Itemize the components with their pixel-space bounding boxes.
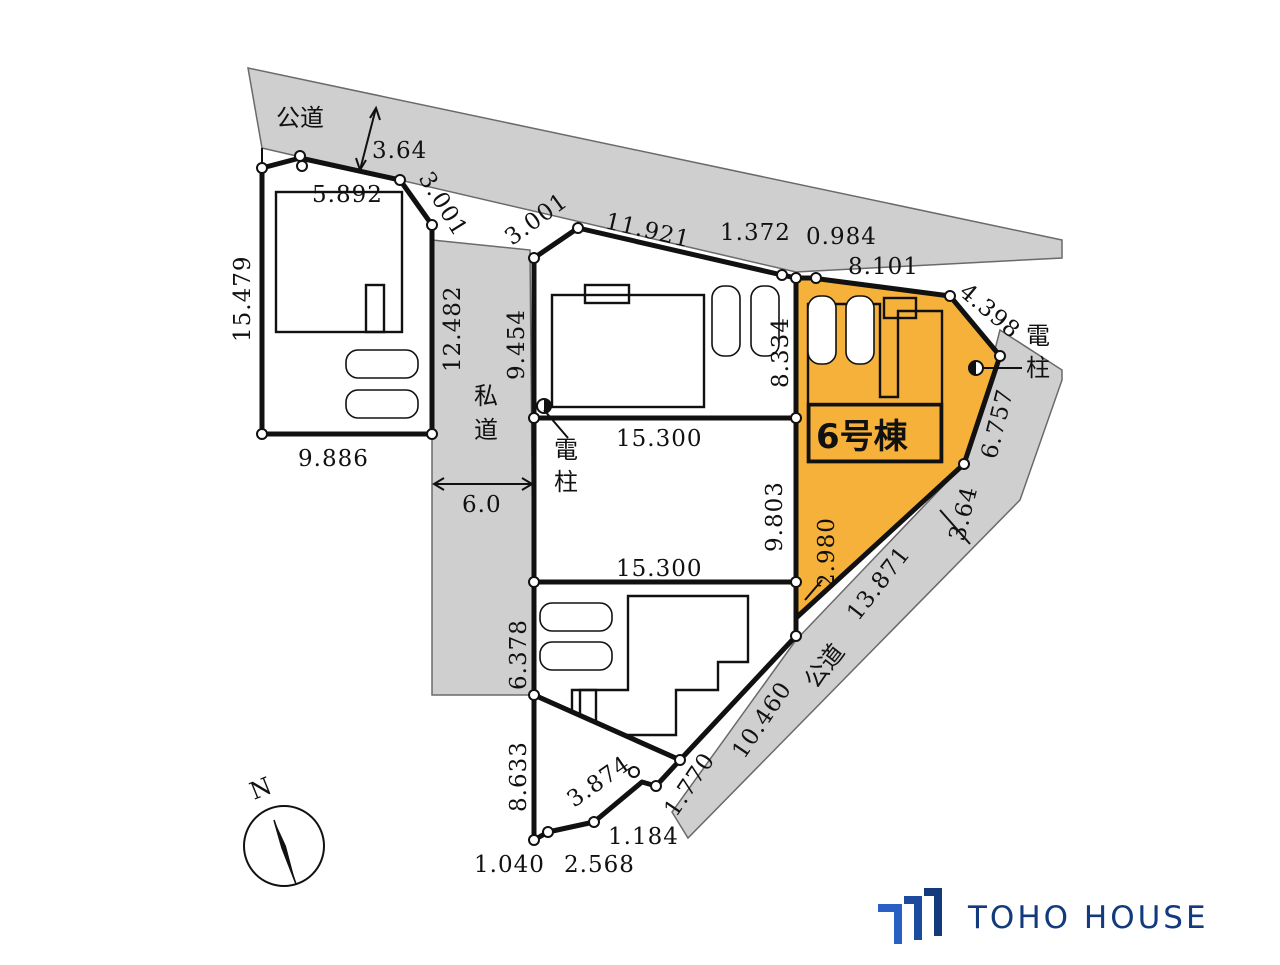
compass: N (243, 772, 325, 887)
dim-top-road-width: 3.64 (372, 138, 427, 164)
road-width-arrows (355, 105, 971, 601)
public-road-right (671, 328, 1063, 840)
parking-cars (345, 285, 875, 671)
dim-lot4-left: 6.378 (506, 619, 532, 690)
dim-lot5-bottom-c: 1.184 (608, 824, 679, 850)
dim-lot4-top: 15.300 (616, 556, 702, 582)
private-road-label-2: 道 (474, 416, 498, 444)
brand-logo: TOHO HOUSE (878, 888, 1209, 944)
dim-lot1-top: 5.892 (312, 182, 383, 208)
pole-right-label-2: 柱 (1026, 354, 1050, 382)
dim-lot5-left: 8.633 (506, 741, 532, 812)
dim-lot2-top-short: 1.372 (720, 220, 791, 246)
pole-left-label-2: 柱 (554, 468, 578, 496)
survey-points (256, 150, 1006, 846)
dim-lot6-bottom: 2.980 (814, 517, 840, 588)
dim-lot6-top: 8.101 (848, 254, 919, 280)
private-road-label-1: 私 (474, 382, 498, 410)
dim-lot2-right: 8.334 (768, 317, 794, 388)
dim-lot5-bottom-b: 2.568 (564, 852, 635, 878)
dim-lot3-right: 9.803 (762, 481, 788, 552)
brand-name: TOHO HOUSE (967, 900, 1209, 936)
utility-pole-left (536, 398, 569, 439)
dim-lot1-bottom: 9.886 (298, 446, 369, 472)
lot6-label: 6号棟 (816, 417, 909, 457)
dim-lot2-left: 9.454 (504, 309, 530, 380)
pole-left-label-1: 電 (554, 436, 578, 464)
dim-private-road-width: 6.0 (462, 492, 502, 518)
compass-north-label: N (246, 772, 276, 806)
dim-lot6-top-short: 0.984 (806, 224, 877, 250)
pole-right-label-1: 電 (1026, 322, 1050, 350)
dim-lot1-right: 12.482 (440, 286, 466, 372)
public-road-top-label: 公道 (276, 104, 324, 132)
public-road-top (247, 67, 1063, 273)
lot-3 (531, 415, 799, 585)
dim-lot5-bottom-a: 1.040 (474, 852, 545, 878)
dim-lot3-top: 15.300 (616, 426, 702, 452)
dim-lot1-left: 15.479 (230, 256, 256, 342)
utility-pole-right (968, 360, 1022, 376)
